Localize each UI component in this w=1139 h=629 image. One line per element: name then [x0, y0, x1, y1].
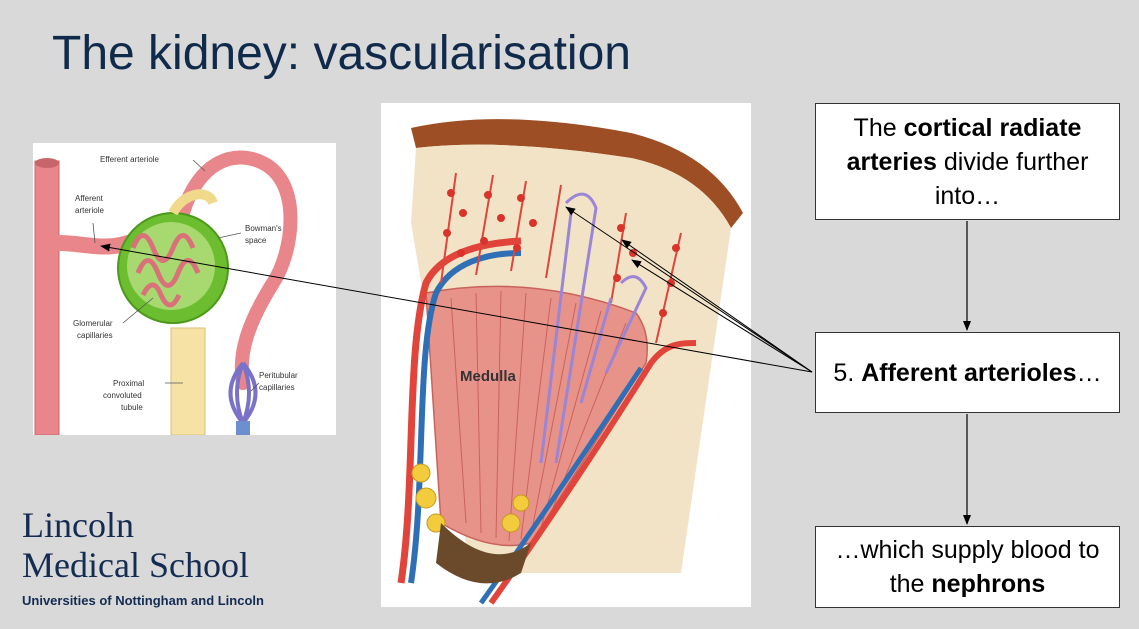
logo-subtitle: Universities of Nottingham and Lincoln [22, 593, 264, 608]
flow-box-nephrons-text: …which supply blood to the nephrons [824, 533, 1111, 601]
slide-title: The kidney: vascularisation [52, 27, 631, 80]
label-glomerular-2: capillaries [77, 331, 113, 340]
flow-box1-pre: The [853, 113, 904, 142]
venule [236, 421, 250, 435]
logo-line-2: Medical School [22, 545, 249, 585]
label-peritubular-2: capillaries [259, 383, 295, 392]
flow-box2-bold: Afferent arterioles [861, 358, 1077, 387]
institution-logo: Lincoln Medical School Universities of N… [22, 505, 264, 608]
artery-opening [35, 158, 59, 168]
afferent-arteriole [51, 235, 136, 255]
nephron-diagram: Efferent arteriole Afferent arteriole Bo… [33, 143, 336, 435]
flow-box-nephrons: …which supply blood to the nephrons [815, 526, 1120, 608]
label-proximal-3: tubule [121, 403, 143, 412]
flow-box3-pre: …which supply blood to the [835, 536, 1100, 598]
proximal-tubule [170, 327, 206, 435]
flow-box1-post: divide further into… [934, 147, 1089, 210]
medulla-label: Medulla [460, 368, 516, 385]
artery-trunk [34, 160, 60, 435]
label-bowmans-2: space [245, 236, 267, 245]
flow-box1-bold: cortical radiate arteries [846, 113, 1082, 176]
papilla-calyx [436, 523, 531, 584]
label-peritubular-1: Peritubular [259, 371, 298, 380]
logo-line-1: Lincoln [22, 505, 134, 545]
label-afferent-1: Afferent [75, 194, 104, 203]
label-glomerular-1: Glomerular [73, 319, 113, 328]
label-bowmans-1: Bowman's [245, 224, 282, 233]
flow-box-cortical-text: The cortical radiate arteries divide fur… [824, 111, 1111, 213]
flow-box2-pre: 5. [833, 358, 862, 387]
label-afferent-2: arteriole [75, 206, 104, 215]
label-efferent: Efferent arteriole [100, 155, 160, 164]
label-proximal-1: Proximal [113, 379, 144, 388]
label-proximal-2: convoluted [103, 391, 142, 400]
renal-capsule [411, 119, 743, 228]
flow-box-cortical-radiate: The cortical radiate arteries divide fur… [815, 103, 1120, 220]
kidney-section-diagram: Medulla [381, 103, 751, 607]
yellow-tubule-top [168, 189, 218, 216]
flow-box-afferent-text: 5. Afferent arterioles… [833, 356, 1101, 390]
flow-box2-post: … [1076, 358, 1102, 387]
flow-box-afferent-arterioles: 5. Afferent arterioles… [815, 332, 1120, 413]
kidney-illustration: Medulla [397, 119, 743, 605]
nephron-illustration: Efferent arteriole Afferent arteriole Bo… [34, 150, 298, 435]
adipose-tissue [411, 463, 530, 533]
flow-box3-bold: nephrons [931, 570, 1046, 598]
